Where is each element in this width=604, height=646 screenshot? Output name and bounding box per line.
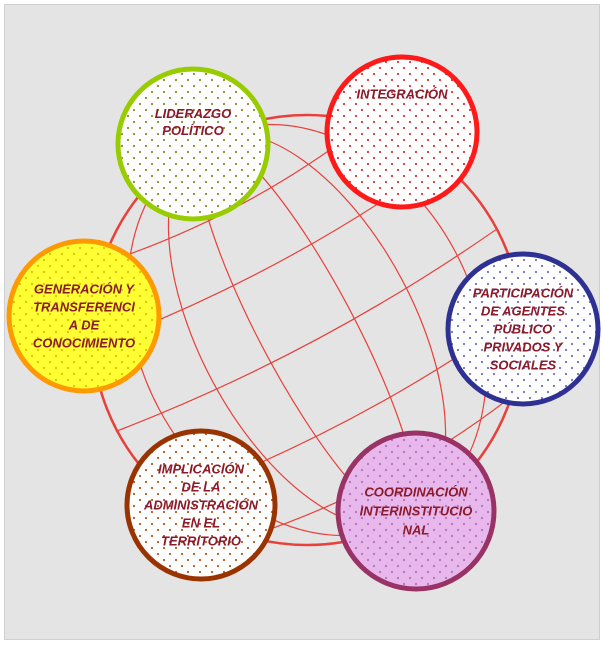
node-integracion: INTEGRACIÓN bbox=[324, 54, 480, 210]
node-label-line: LIDERAZGO bbox=[155, 106, 232, 121]
node-label-line: PARTICIPACIÓN bbox=[473, 286, 574, 301]
node-label-line: PÚBLICO bbox=[494, 322, 553, 337]
node-label-line: SOCIALES bbox=[490, 358, 557, 373]
diagram-frame: LIDERAZGO POLÍTICO INTEGRACIÓN GENERACIÓN Y… bbox=[4, 4, 601, 640]
node-label-line: CONOCIMIENTO bbox=[33, 336, 135, 351]
node-label-line: COORDINACIÓN bbox=[364, 485, 468, 500]
node-generacion: GENERACIÓN Y TRANSFERENCI A DE CONOCIMIENTO bbox=[6, 238, 162, 394]
node-circle bbox=[324, 54, 480, 210]
node-circle bbox=[6, 238, 162, 394]
node-label-line: DE AGENTES bbox=[481, 304, 565, 319]
node-group: LIDERAZGO POLÍTICO INTEGRACIÓN GENERACIÓN Y… bbox=[6, 54, 601, 592]
node-label-line: PRIVADOS Y bbox=[484, 340, 564, 355]
node-label-line: TERRITORIO bbox=[161, 534, 241, 549]
network-diagram: LIDERAZGO POLÍTICO INTEGRACIÓN GENERACIÓN Y… bbox=[6, 54, 601, 592]
node-label-line: NAL bbox=[403, 523, 430, 538]
node-liderazgo: LIDERAZGO POLÍTICO bbox=[115, 66, 271, 222]
node-label-line: TRANSFERENCI bbox=[33, 300, 135, 315]
node-label-line: GENERACIÓN Y bbox=[34, 282, 135, 297]
parallel-line bbox=[116, 228, 498, 432]
node-label-line: EN EL bbox=[182, 516, 220, 531]
node-label-line: INTEGRACIÓN bbox=[357, 87, 449, 102]
node-circle bbox=[445, 251, 601, 407]
node-label-line: ADMINISTRACIÓN bbox=[143, 498, 259, 513]
node-coordinacion: COORDINACIÓN INTERINSTITUCIO NAL bbox=[335, 430, 497, 592]
node-circle bbox=[124, 428, 278, 582]
node-label-line: DE LA bbox=[182, 480, 221, 495]
node-label-line: POLÍTICO bbox=[162, 123, 223, 138]
node-implicacion: IMPLICACIÓN DE LA ADMINISTRACIÓN EN EL TERRI… bbox=[124, 428, 278, 582]
node-label-line: INTERINSTITUCIO bbox=[360, 504, 473, 519]
node-circle bbox=[115, 66, 271, 222]
node-label-line: IMPLICACIÓN bbox=[158, 462, 245, 477]
node-label-line: A DE bbox=[68, 318, 100, 333]
node-participacion: PARTICIPACIÓN DE AGENTES PÚBLICO PRIVADOS Y… bbox=[445, 251, 601, 407]
node-circle bbox=[335, 430, 497, 592]
